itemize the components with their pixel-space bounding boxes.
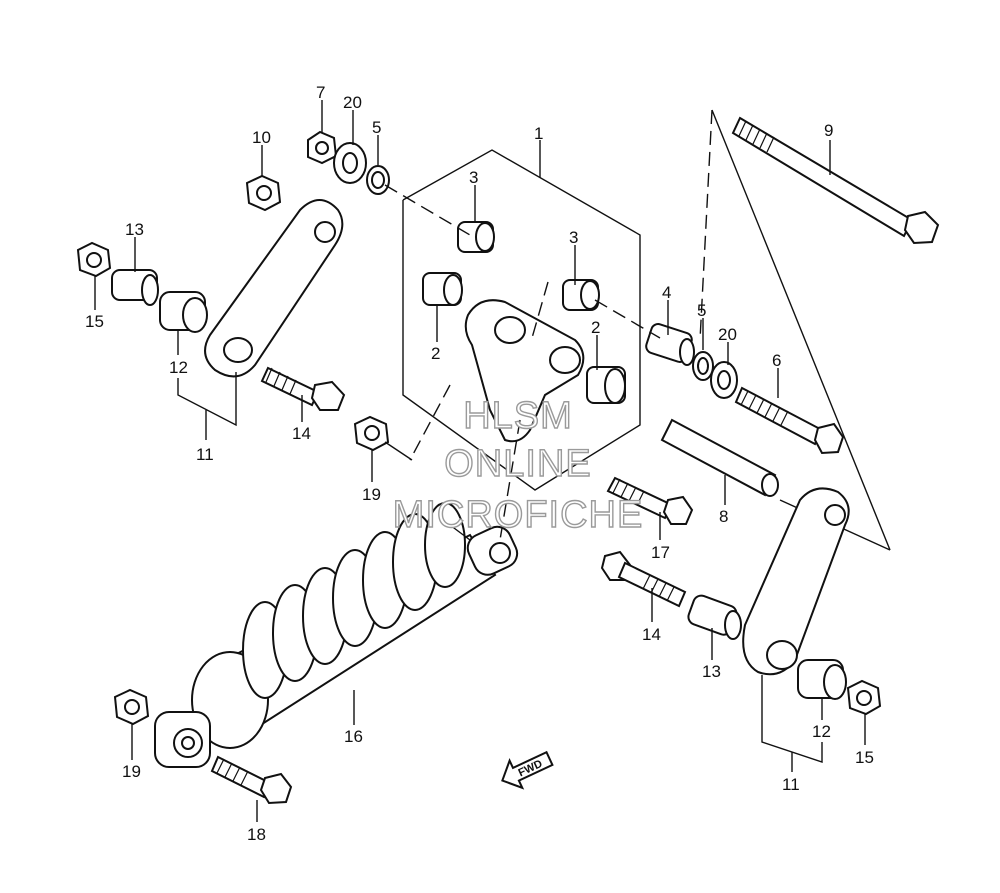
callout-12-right: 12 [812,722,831,741]
callout-13-right: 13 [702,662,721,681]
callout-18: 18 [247,825,266,844]
callout-6: 6 [772,351,781,370]
nut-10 [245,174,282,212]
spacer-13-right [687,594,742,640]
callout-10: 10 [252,128,271,147]
callout-16: 16 [344,727,363,746]
callout-3-upper: 3 [469,168,478,187]
nut-19-right [353,415,390,452]
washer-20-right [710,361,738,399]
bearing-12-left [159,291,208,333]
callout-15-left: 15 [85,312,104,331]
callouts: 1 3 3 2 2 7 20 5 10 13 15 12 11 14 19 4 … [85,83,874,844]
callout-5-right: 5 [697,301,706,320]
callout-14-right: 14 [642,625,661,644]
bolt-17 [606,476,694,525]
callout-11-left: 11 [196,445,214,464]
callout-7: 7 [316,83,325,102]
callout-8: 8 [719,507,728,526]
callout-2-right: 2 [591,318,600,337]
callout-15-right: 15 [855,748,874,767]
callout-12-left: 12 [169,358,188,377]
shock-spring [242,502,466,699]
seal-5-top [366,165,390,195]
leader-lines [94,100,866,822]
alignment-lines [384,184,661,541]
watermark-line-1: HLSM [463,395,573,437]
bearing-3-upper [457,221,495,253]
cushion-rod-left [204,199,344,378]
spacer-4 [645,323,695,366]
spacer-13-left [111,269,159,306]
sleeve-8 [660,418,779,497]
nut-7 [307,130,338,165]
callout-19-right: 19 [362,485,381,504]
fwd-arrow: FWD [501,750,554,790]
callout-20-right: 20 [718,325,737,344]
callout-19-left: 19 [122,762,141,781]
callout-3-right: 3 [569,228,578,247]
callout-1: 1 [534,124,543,143]
bolt-6 [734,386,845,455]
seal-5-right [692,351,714,381]
callout-5-top: 5 [372,118,381,137]
bearing-2-right [586,366,626,404]
callout-9: 9 [824,121,833,140]
bearing-12-right [797,659,847,700]
bolt-9 [731,116,940,245]
watermark-line-2: ONLINE [444,443,591,485]
callout-14-left: 14 [292,424,311,443]
washer-20-top [333,142,367,184]
shock-absorber [154,502,519,768]
nut-15-right [846,679,882,716]
callout-2-left: 2 [431,344,440,363]
cushion-rod-right [742,487,850,676]
group-outline-1 [402,149,641,491]
callout-17: 17 [651,543,670,562]
callout-11-right: 11 [782,775,800,794]
bearing-3-right [562,279,600,311]
bolt-18 [210,755,293,805]
watermark-line-3: MICROFICHE [393,494,644,536]
watermark: HLSM ONLINE MICROFICHE [392,394,644,536]
nut-19-left [113,688,150,726]
callout-13-left: 13 [125,220,144,239]
nut-15-left [76,241,112,278]
bolt-14-left [260,366,346,411]
callout-4: 4 [662,283,671,302]
bolt-14-right [600,550,687,608]
callout-20-top: 20 [343,93,362,112]
bearing-2-left [422,272,463,306]
cushion-lever [464,299,585,443]
